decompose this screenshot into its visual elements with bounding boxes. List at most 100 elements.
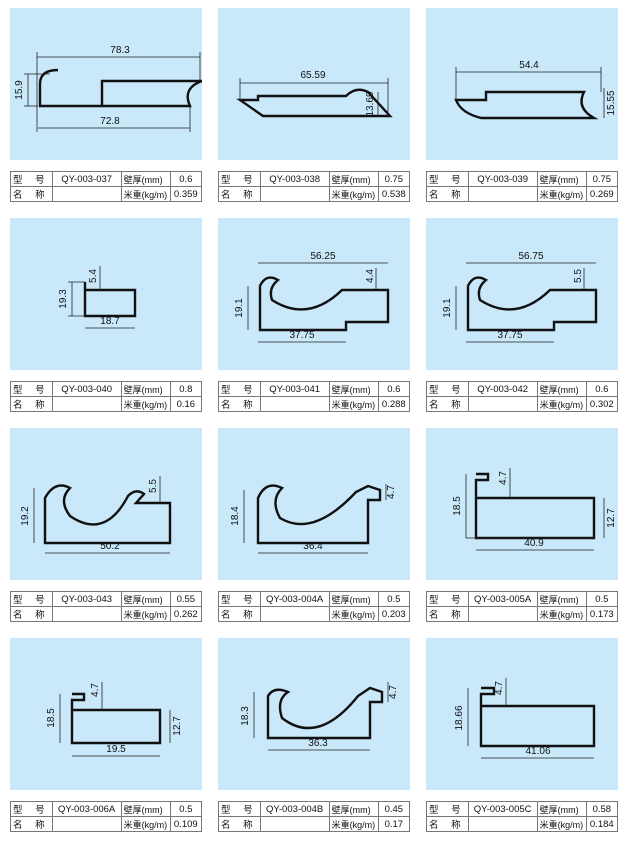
dimension-label: 65.59 xyxy=(300,70,325,81)
profile-outline xyxy=(70,692,162,745)
thickness-value: 0.5 xyxy=(377,591,411,607)
model-label: 型 号 xyxy=(426,171,469,187)
weight-value: 0.109 xyxy=(169,816,203,832)
model-label: 型 号 xyxy=(218,381,261,397)
dimension-label: 12.7 xyxy=(606,508,617,528)
dimension-label: 15.9 xyxy=(14,80,25,100)
dimension-label: 50.2 xyxy=(100,541,120,552)
thickness-value: 0.8 xyxy=(169,381,203,397)
weight-value: 0.538 xyxy=(377,186,411,202)
weight-value: 0.288 xyxy=(377,396,411,412)
thickness-label: 壁厚(mm) xyxy=(536,171,587,187)
name-value xyxy=(51,606,122,622)
dimension-label: 18.4 xyxy=(230,506,241,526)
weight-value: 0.302 xyxy=(585,396,619,412)
dimension-label: 78.3 xyxy=(110,45,130,56)
profile-drawing: 18.336.34.7 xyxy=(218,638,410,790)
spec-row-name: 名 称米重(kg/m)0.184 xyxy=(426,816,619,832)
dimension-label: 72.8 xyxy=(100,116,120,127)
dimension-label: 4.7 xyxy=(386,485,397,499)
model-value: QY-003-038 xyxy=(259,171,330,187)
profile-outline xyxy=(454,90,599,120)
thickness-value: 0.45 xyxy=(377,801,411,817)
model-value: QY-003-004A xyxy=(259,591,330,607)
name-label: 名 称 xyxy=(218,186,261,202)
weight-label: 米重(kg/m) xyxy=(536,396,587,412)
dimension-label: 56.75 xyxy=(518,251,543,262)
spec-row-name: 名 称 米重(kg/m)0.203 xyxy=(218,606,411,622)
profile-drawing: 78.3 72.8 15.9 xyxy=(10,8,202,160)
model-value: QY-003-040 xyxy=(51,381,122,397)
weight-label: 米重(kg/m) xyxy=(328,186,379,202)
weight-label: 米重(kg/m) xyxy=(120,606,171,622)
profile-outline xyxy=(479,686,596,748)
profile-outline xyxy=(38,68,202,108)
profile-drawing: 19.318.75.4 xyxy=(10,218,202,370)
spec-row-name: 名 称米重(kg/m)0.302 xyxy=(426,396,619,412)
dimension-label: 18.66 xyxy=(454,705,465,730)
thickness-label: 壁厚(mm) xyxy=(536,591,587,607)
weight-value: 0.17 xyxy=(377,816,411,832)
name-value xyxy=(51,396,122,412)
name-label: 名 称 xyxy=(10,816,53,832)
model-value: QY-003-043 xyxy=(51,591,122,607)
profile-drawing: 56.755.519.137.75 xyxy=(426,218,618,370)
name-label: 名 称 xyxy=(10,186,53,202)
dimension-label: 4.7 xyxy=(494,681,505,695)
thickness-label: 壁厚(mm) xyxy=(120,801,171,817)
name-label: 名 称 xyxy=(218,606,261,622)
weight-value: 0.262 xyxy=(169,606,203,622)
model-label: 型 号 xyxy=(218,171,261,187)
name-label: 名 称 xyxy=(10,396,53,412)
thickness-value: 0.75 xyxy=(585,171,619,187)
spec-row-name: 名 称米重(kg/m)0.359 xyxy=(10,186,203,202)
dimension-label: 19.5 xyxy=(106,744,126,755)
name-value xyxy=(51,816,122,832)
profile-drawing: 54.415.55 xyxy=(426,8,618,160)
dimension-label: 36.3 xyxy=(308,738,328,749)
dimension-label: 4.4 xyxy=(365,269,376,283)
name-label: 名 称 xyxy=(426,606,469,622)
name-label: 名 称 xyxy=(426,186,469,202)
dimension-label: 37.75 xyxy=(289,330,314,341)
dimension-label: 5.5 xyxy=(573,269,584,283)
dimension-label: 5.4 xyxy=(88,269,99,283)
profile-outline xyxy=(474,472,596,540)
weight-label: 米重(kg/m) xyxy=(328,606,379,622)
profile-drawing: 18.436.44.7 xyxy=(218,428,410,580)
weight-value: 0.269 xyxy=(585,186,619,202)
dimension-label: 19.1 xyxy=(442,298,453,318)
model-value: QY-003-004B xyxy=(259,801,330,817)
model-value: QY-003-042 xyxy=(467,381,538,397)
spec-row-name: 名 称米重(kg/m)0.262 xyxy=(10,606,203,622)
weight-label: 米重(kg/m) xyxy=(120,816,171,832)
dimension-label: 15.55 xyxy=(606,90,617,115)
dimension-label: 4.7 xyxy=(498,471,509,485)
model-label: 型 号 xyxy=(10,381,53,397)
name-value xyxy=(51,186,122,202)
dimension-label: 19.3 xyxy=(58,289,69,309)
weight-value: 0.203 xyxy=(377,606,411,622)
